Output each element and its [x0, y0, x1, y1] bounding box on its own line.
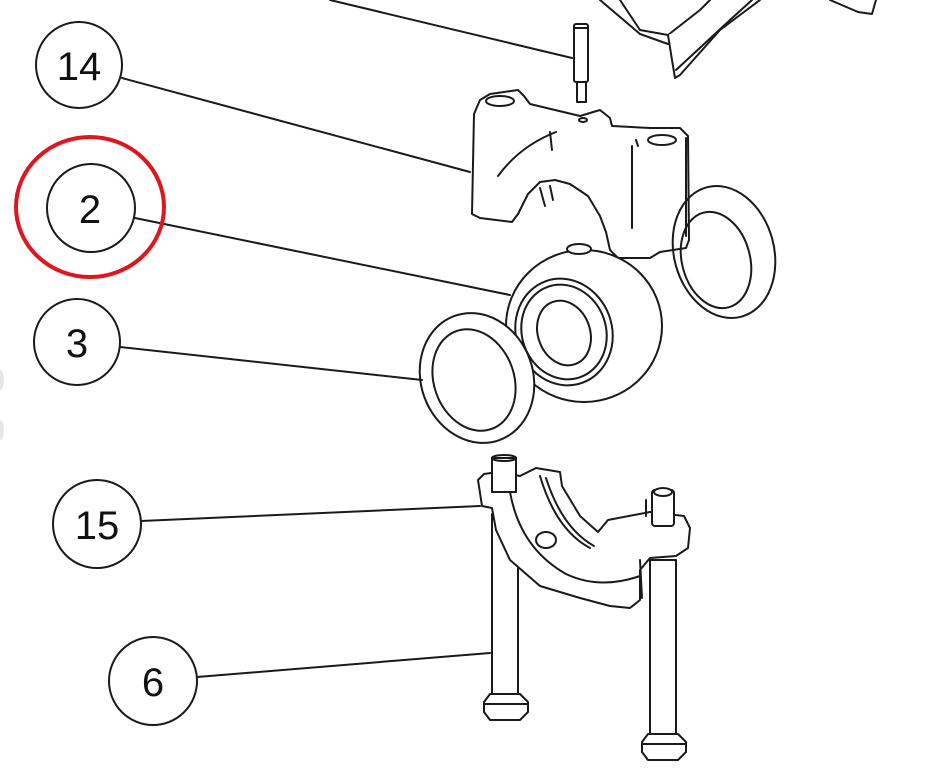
right-bolt-thread [645, 487, 675, 527]
callout-label: 2 [79, 188, 101, 232]
spherical-bearing [505, 243, 663, 403]
front-washer-ring [418, 312, 536, 444]
callout-2[interactable]: 2 [46, 163, 136, 253]
edge-artifact [0, 420, 4, 440]
stud-pin [573, 23, 589, 103]
highlight-circle [14, 135, 166, 279]
callout-label: 6 [142, 661, 164, 705]
callout-6[interactable]: 6 [108, 636, 198, 726]
callout-label: 14 [57, 45, 102, 89]
callout-label: 15 [75, 504, 120, 548]
leader-lines [119, 77, 511, 678]
leader-15 [140, 505, 481, 522]
upper-housing-cap [471, 89, 690, 259]
leader-6 [196, 652, 491, 678]
callout-label: 3 [66, 322, 88, 366]
rear-washer-ring [671, 185, 777, 319]
left-bolt-stub [491, 454, 517, 493]
leader-3 [119, 346, 423, 381]
callout-15[interactable]: 15 [52, 479, 142, 569]
top-frame-part [329, 0, 877, 79]
lower-housing-cap [477, 467, 691, 609]
leader-2 [134, 217, 511, 296]
leader-14 [121, 77, 471, 173]
edge-artifact [0, 370, 4, 390]
right-bolt [641, 559, 687, 761]
callout-14[interactable]: 14 [35, 21, 123, 109]
callout-3[interactable]: 3 [33, 298, 121, 386]
